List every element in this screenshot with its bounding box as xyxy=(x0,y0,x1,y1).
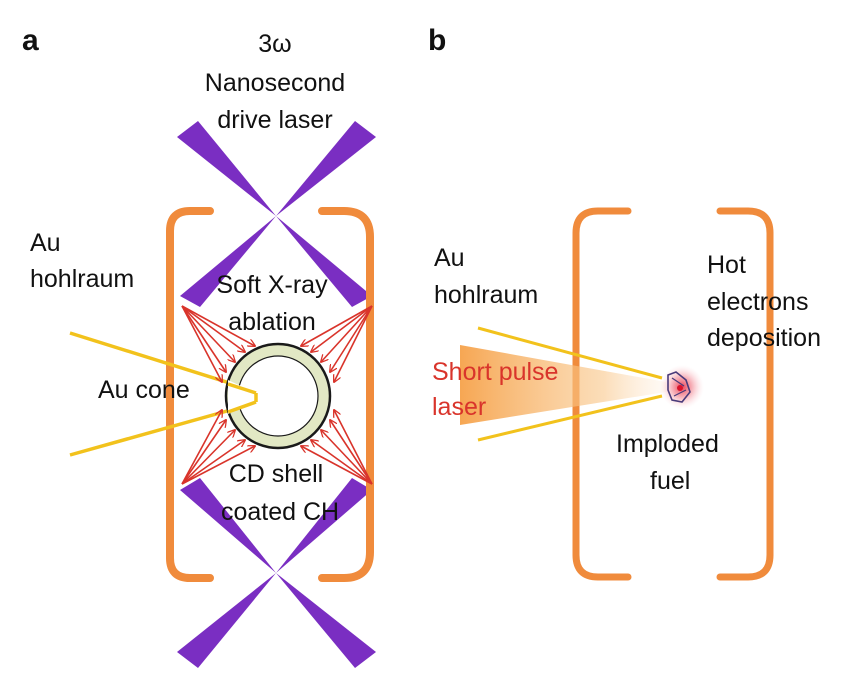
panel-b-letter: b xyxy=(428,24,446,57)
short-pulse-label-line2: laser xyxy=(432,393,486,421)
hohlraum-a-label-line2: hohlraum xyxy=(30,265,134,293)
laser-beam-bottom-right xyxy=(276,573,376,668)
au-cone-b xyxy=(477,326,663,442)
laser-beam-upper-right xyxy=(276,216,372,307)
laser-beam-top-right xyxy=(276,121,376,216)
panel-b: b Au hohlraum Hot electrons deposition S… xyxy=(428,24,821,581)
hohlraum-right-bracket xyxy=(318,207,374,582)
shell-label-line2: coated CH xyxy=(221,498,339,526)
laser-beam-bottom-left xyxy=(177,573,276,668)
hohlraum-b-label-line1: Au xyxy=(434,244,465,272)
hohlraum-b-right-bracket xyxy=(716,207,774,581)
xray-label-line1: Soft X-ray xyxy=(216,271,328,299)
hohlraum-b-label-line2: hohlraum xyxy=(434,281,538,309)
laser-beam-lower-left xyxy=(180,478,276,573)
shell-label-line1: CD shell xyxy=(229,460,323,488)
laser-label-line2: Nanosecond xyxy=(205,69,345,97)
fuel-label-line2: fuel xyxy=(650,467,690,495)
panel-a: a xyxy=(22,24,376,668)
hot-electrons-label-line3: deposition xyxy=(707,324,821,352)
laser-beam-upper-left xyxy=(180,216,276,307)
xray-arrows xyxy=(181,305,373,485)
laser-label-line3: drive laser xyxy=(217,106,332,134)
short-pulse-label-line1: Short pulse xyxy=(432,358,558,386)
xray-label-line2: ablation xyxy=(228,308,316,336)
laser-beam-lower-right xyxy=(276,478,372,573)
hot-electrons-label-line2: electrons xyxy=(707,288,808,316)
hohlraum-a-label-line1: Au xyxy=(30,229,61,257)
fuel-label-line1: Imploded xyxy=(616,430,719,458)
hohlraum-left-bracket xyxy=(166,207,214,582)
drive-laser-beams xyxy=(177,121,376,668)
capsule-shell xyxy=(224,342,332,450)
laser-beam-top-left xyxy=(177,121,276,216)
panel-a-letter: a xyxy=(22,24,39,57)
hot-electrons-label-line1: Hot xyxy=(707,251,746,279)
laser-label-line1: 3ω xyxy=(258,30,291,58)
short-pulse-beam xyxy=(460,345,666,425)
au-cone-label: Au cone xyxy=(98,376,190,404)
imploded-fuel xyxy=(660,365,704,409)
